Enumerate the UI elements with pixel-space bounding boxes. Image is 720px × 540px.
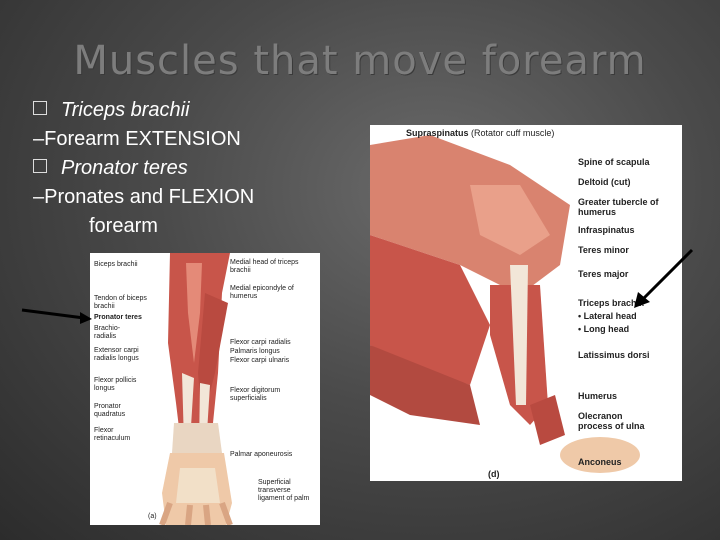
label-lateral-head: • Lateral head xyxy=(578,311,637,321)
label-tendon-biceps: Tendon of biceps brachii xyxy=(94,295,147,310)
label-palmar-aponeurosis: Palmar aponeurosis xyxy=(230,451,293,458)
label-supraspinatus: Supraspinatus xyxy=(406,128,469,138)
shoulder-muscles-drawing xyxy=(370,135,640,473)
label-palmaris-longus: Palmaris longus xyxy=(230,348,280,355)
label-deltoid: Deltoid (cut) xyxy=(578,177,631,187)
label-triceps-brachii: Triceps brachii: xyxy=(578,298,645,308)
label-anconeus: Anconeus xyxy=(578,457,622,467)
bullet-pronator: Pronator teres xyxy=(33,154,254,183)
label-latissimus-dorsi: Latissimus dorsi xyxy=(578,350,650,360)
label-extensor-carpi: Extensor carpi radialis longus xyxy=(94,347,139,362)
label-humerus: Humerus xyxy=(578,391,618,401)
bullet-triceps: Triceps brachii xyxy=(33,96,254,125)
label-biceps-brachii: Biceps brachii xyxy=(94,261,138,268)
forearm-muscles-drawing xyxy=(159,253,233,525)
label-infraspinatus: Infraspinatus xyxy=(578,225,635,235)
bullet-text: Pronator teres xyxy=(61,157,188,179)
sub-bullet-forearm: forearm xyxy=(89,215,158,237)
forearm-anterior-illustration: Biceps brachii Tendon of biceps brachii … xyxy=(90,253,320,525)
label-pronator-quadratus: Pronator quadratus xyxy=(94,403,126,418)
label-long-head: • Long head xyxy=(578,324,630,334)
arrow-triceps-icon xyxy=(634,248,694,308)
bullet-box-icon xyxy=(33,101,47,115)
label-spine-scapula: Spine of scapula xyxy=(578,157,650,167)
bullet-box-icon xyxy=(33,159,47,173)
label-flexor-carpi-radialis: Flexor carpi radialis xyxy=(230,339,291,346)
label-olecranon: Olecranon process of ulna xyxy=(578,411,645,431)
label-medial-head-triceps: Medial head of triceps brachii xyxy=(230,259,299,274)
label-brachioradialis: Brachio-radialis xyxy=(94,325,121,340)
label-teres-major: Teres major xyxy=(578,269,629,279)
label-flexor-retinaculum: Flexor retinaculum xyxy=(94,427,131,442)
label-flexor-digitorum: Flexor digitorum superficialis xyxy=(230,387,281,402)
label-pronator-teres: Pronator teres xyxy=(94,314,142,321)
bullet-text: Triceps brachii xyxy=(61,99,190,121)
arrow-pronator-teres-icon xyxy=(21,308,92,324)
label-flexor-pollicis: Flexor pollicis longus xyxy=(94,377,137,392)
panel-label-d: (d) xyxy=(488,469,500,479)
panel-label-a: (a) xyxy=(148,513,157,520)
sub-bullet-pronates: –Pronates and FLEXION xyxy=(33,186,255,208)
sub-bullet-extension: –Forearm EXTENSION xyxy=(33,128,241,150)
shoulder-posterior-illustration: Supraspinatus (Rotator cuff muscle) Spin… xyxy=(370,125,682,481)
label-flexor-carpi-ulnaris: Flexor carpi ulnaris xyxy=(230,357,290,364)
bullet-list: Triceps brachii –Forearm EXTENSION Prona… xyxy=(33,96,254,241)
figure-header: Supraspinatus (Rotator cuff muscle) xyxy=(406,128,554,138)
slide-title: Muscles that move forearm xyxy=(73,38,647,84)
label-superficial-ligament: Superficial transverse ligament of palm xyxy=(258,479,310,502)
label-medial-epicondyle: Medial epicondyle of humerus xyxy=(230,285,294,300)
label-rotator-cuff: (Rotator cuff muscle) xyxy=(468,128,555,138)
label-greater-tubercle: Greater tubercle of humerus xyxy=(578,197,659,217)
label-teres-minor: Teres minor xyxy=(578,245,629,255)
